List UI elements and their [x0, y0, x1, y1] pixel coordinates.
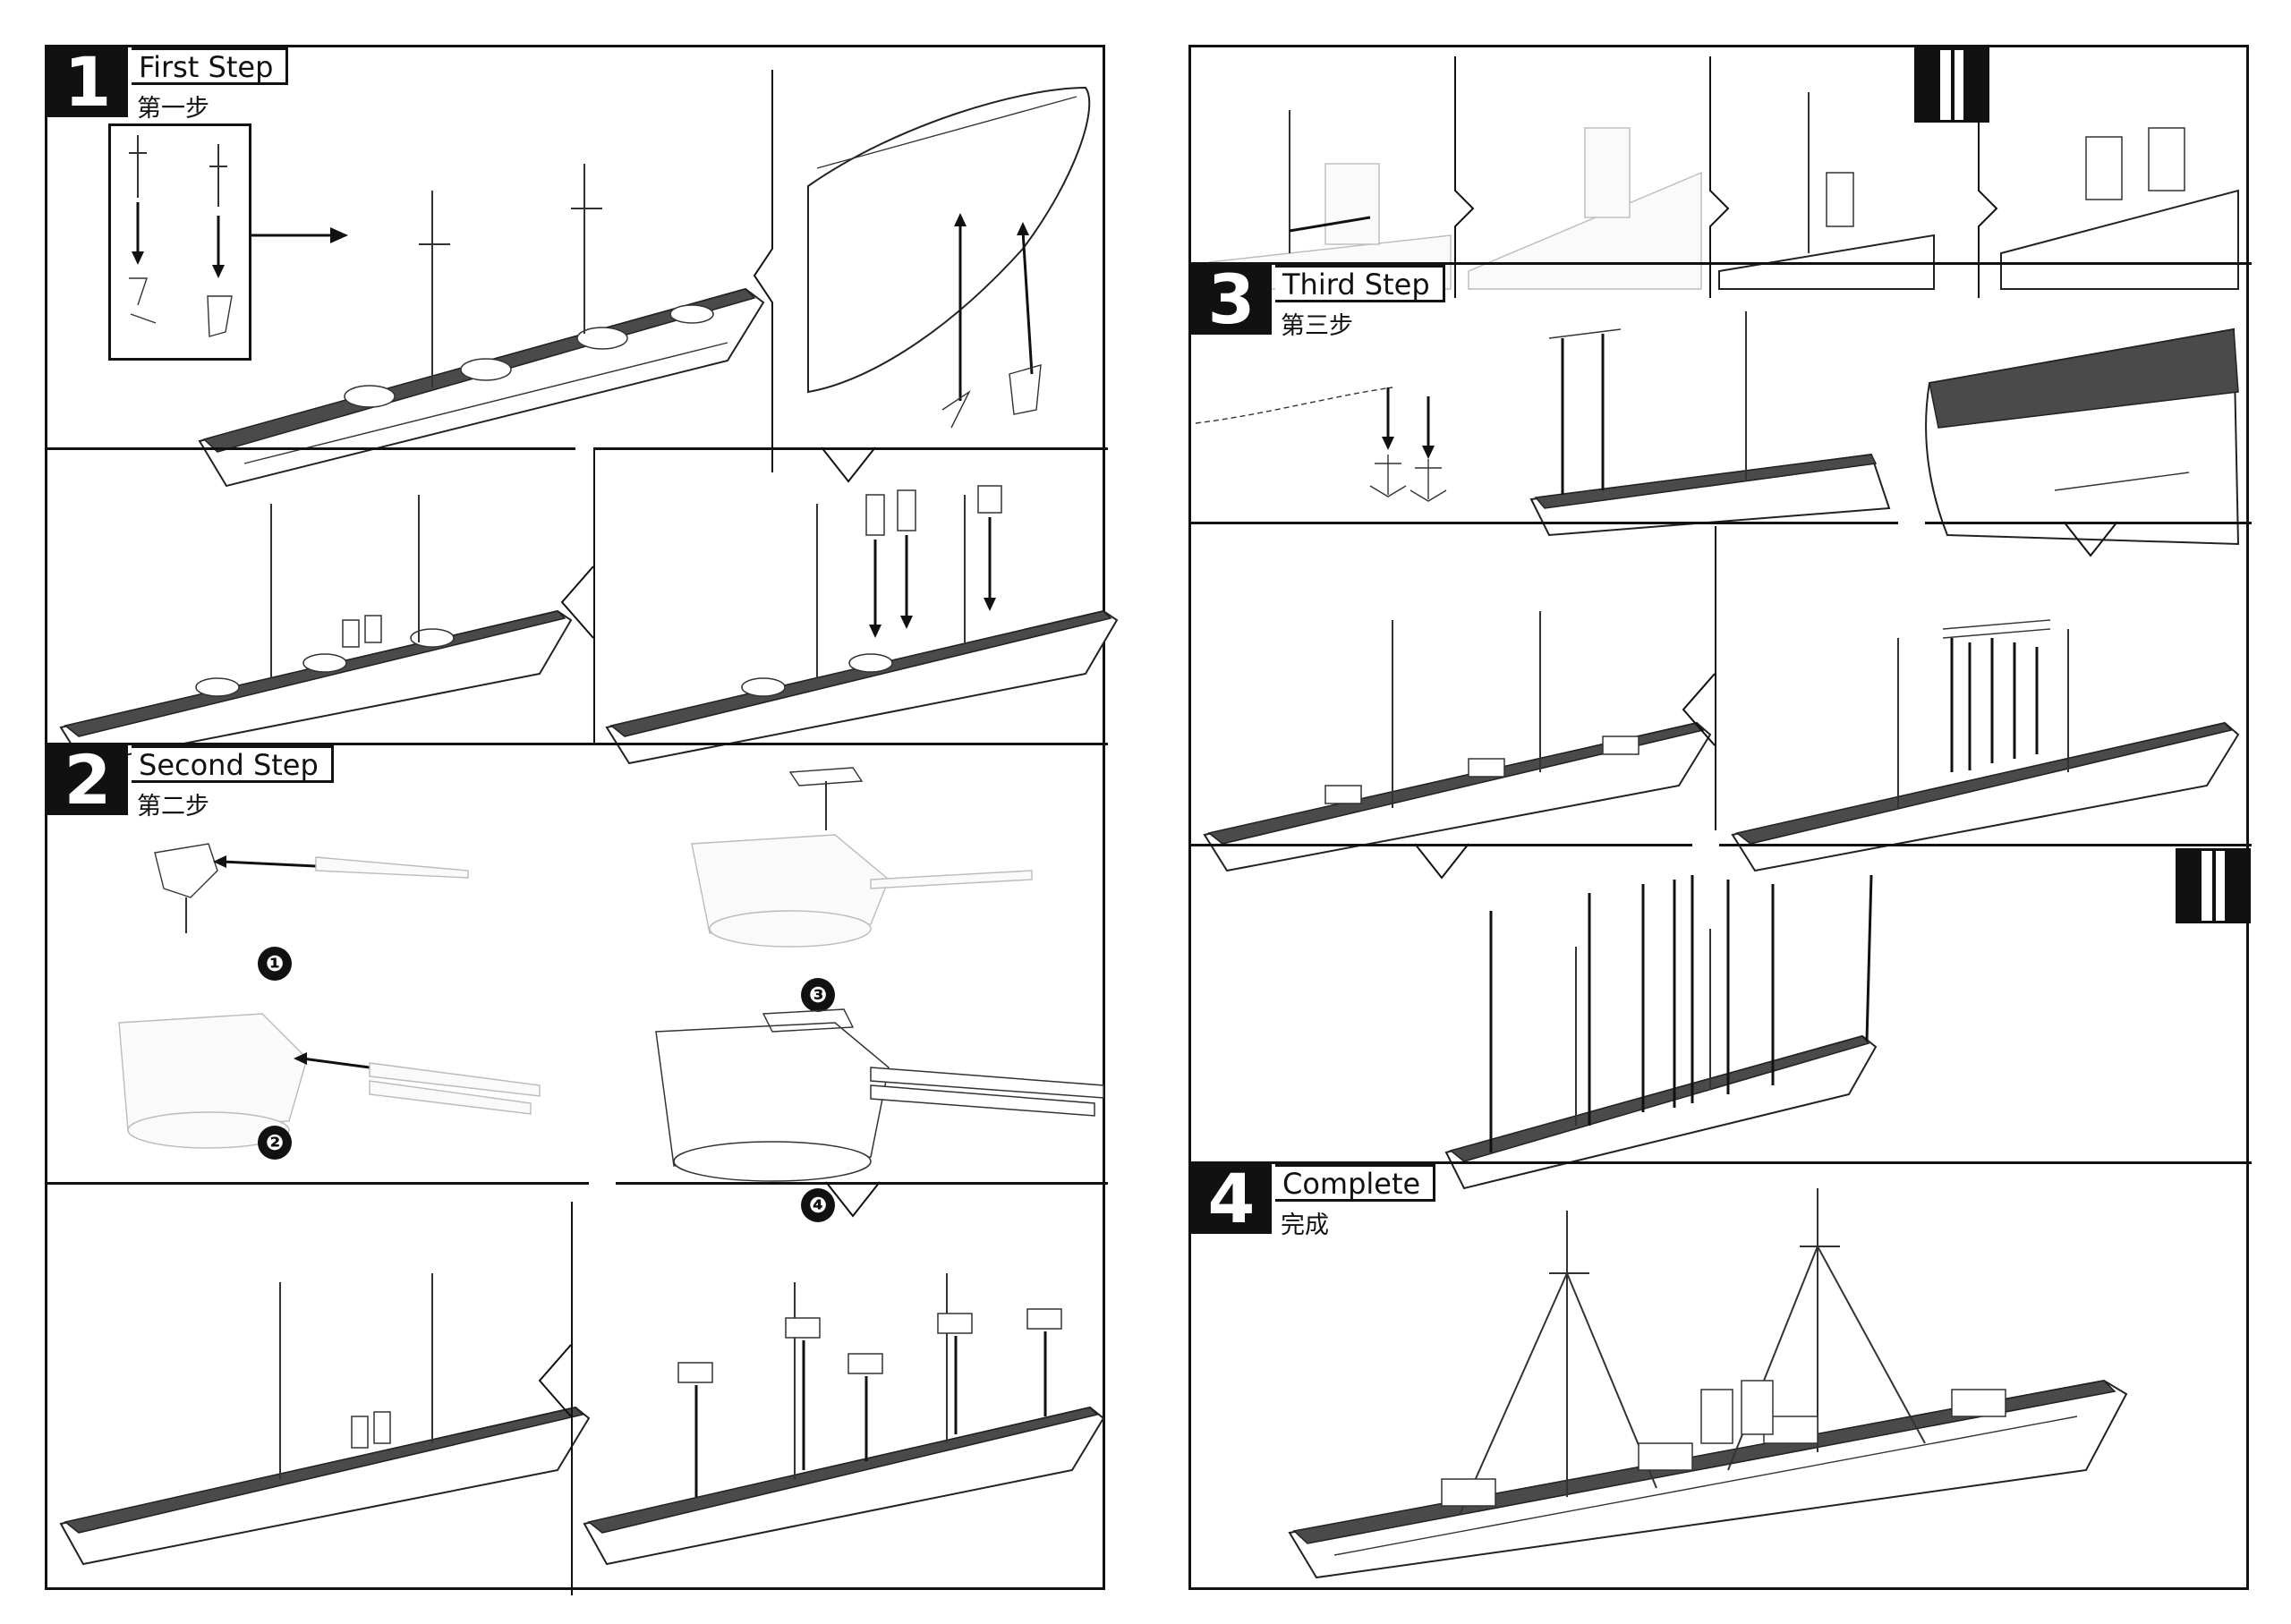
section-divider	[753, 70, 773, 472]
section-divider	[821, 446, 876, 483]
turret-assembled-4	[655, 1008, 1104, 1182]
bow-closeup-diagram	[1925, 327, 2240, 546]
step-2-subtitle: 第二步	[137, 793, 209, 821]
section-divider	[560, 565, 594, 639]
rule	[616, 1182, 1108, 1185]
rule	[1191, 844, 1692, 846]
rule	[1191, 262, 2252, 265]
step-4-title: Complete	[1275, 1164, 1436, 1202]
step-2-header: 2 Second Step 第二步	[47, 745, 334, 821]
instruction-page-left: 1 First Step 第一步	[45, 45, 1119, 1595]
step-4-subtitle: 完成	[1281, 1212, 1329, 1239]
step-1-number: 1	[47, 47, 128, 117]
sub-step-number-3: ❸	[801, 978, 835, 1012]
turret-part-3	[691, 767, 1033, 948]
step-2-title: Second Step	[132, 745, 334, 783]
rule	[571, 1202, 573, 1595]
step-3-header: 3 Third Step 第三步	[1191, 265, 1445, 341]
section-divider	[825, 1181, 881, 1218]
rule	[1719, 844, 2252, 846]
mast-parts-diagram	[129, 135, 233, 337]
section-divider	[538, 1344, 572, 1417]
rule	[47, 447, 575, 450]
rule	[1715, 526, 1716, 830]
ship-illustration-step1	[198, 164, 765, 488]
rule	[1191, 1161, 2252, 1164]
sub-step-number-1: ❶	[258, 947, 292, 981]
flip-icon	[2176, 848, 2251, 923]
rule	[593, 447, 1108, 450]
gun-mount-part-1	[154, 843, 469, 933]
step-4-header: 4 Complete 完成	[1191, 1164, 1436, 1240]
rule	[47, 1182, 589, 1185]
step-3-title: Third Step	[1275, 265, 1445, 302]
ship-illustration-step2-turrets	[583, 1273, 1105, 1566]
mast-detail-box	[108, 123, 251, 361]
step-2-number: 2	[47, 745, 128, 815]
ship-illustration-step1-bare	[59, 495, 573, 765]
ship-illustration-step2-bare	[59, 1273, 591, 1566]
anchor-chain-diagram	[1195, 387, 1447, 502]
step-3-subtitle: 第三步	[1281, 312, 1353, 340]
rule	[1925, 522, 2252, 524]
rule	[1191, 522, 1898, 524]
section-divider	[1682, 673, 1716, 746]
section-divider	[2063, 521, 2118, 557]
sub-step-number-4: ❹	[801, 1188, 835, 1222]
ship-illustration-step1-funnels	[605, 485, 1119, 765]
step-3-number: 3	[1191, 265, 1272, 335]
step-1-subtitle: 第一步	[137, 95, 209, 123]
turret-part-2	[118, 1013, 541, 1149]
rule	[47, 743, 1108, 745]
section-divider	[1414, 843, 1469, 880]
ship-illustration-complete	[1288, 1188, 2128, 1579]
ship-illustration-step3-a	[1203, 611, 1712, 872]
stern-detail-diagram	[807, 86, 1091, 429]
step-1-title: First Step	[132, 47, 289, 85]
instruction-page-right: 3 Third Step 第三步	[1188, 45, 2252, 1590]
step-1-header: 1 First Step 第一步	[47, 47, 289, 123]
bow-anchor-diagram	[1529, 311, 1891, 537]
rule	[593, 450, 595, 745]
flip-icon	[1914, 47, 1989, 123]
step-4-number: 4	[1191, 1164, 1272, 1234]
ship-rigging-diagram	[1444, 874, 1878, 1190]
ship-illustration-step3-b	[1731, 619, 2240, 872]
arrow-icon	[251, 227, 348, 243]
sub-step-number-2: ❷	[258, 1126, 292, 1160]
